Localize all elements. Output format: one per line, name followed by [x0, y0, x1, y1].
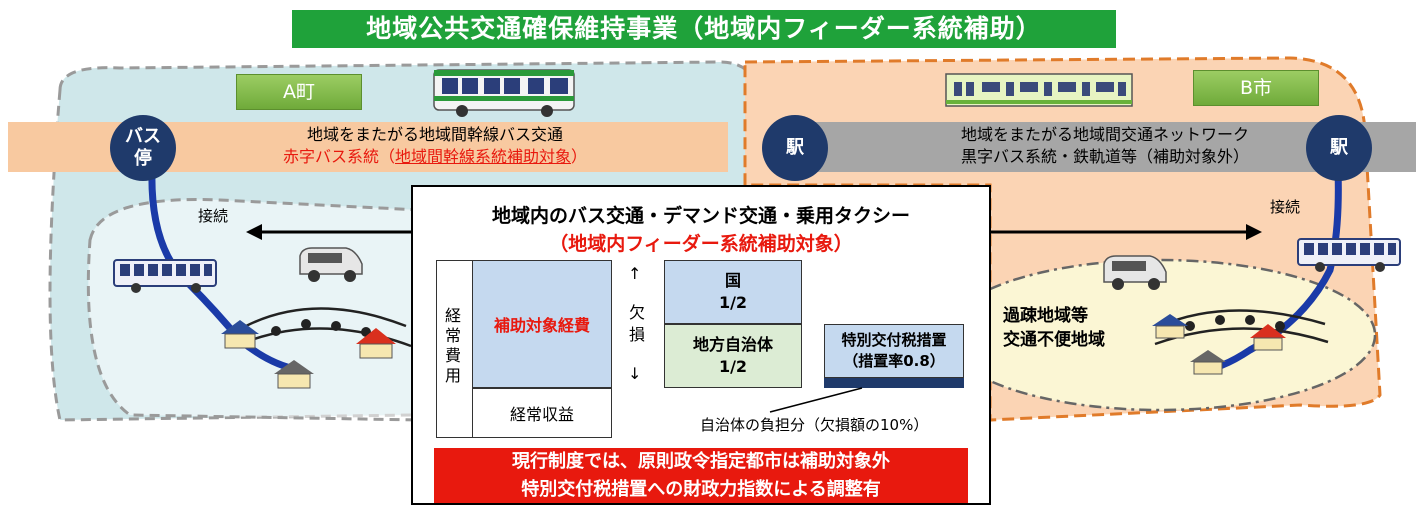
deficit-label: 欠損: [628, 303, 645, 344]
national-line1: 国: [724, 271, 741, 290]
right-band-line2: 黒字バス系統・鉄軌道等（補助対象外）: [960, 147, 1249, 166]
train-icon: [945, 73, 1133, 107]
special-tax-cell: 特別交付税措置 （措置率0.8）: [824, 324, 964, 378]
station-label-right: 駅: [1330, 137, 1348, 158]
bus-icon: [433, 69, 575, 117]
station-circle-left: 駅: [762, 115, 828, 181]
page-title: 地域公共交通確保維持事業（地域内フィーダー系統補助）: [292, 10, 1116, 48]
station-circle-right: 駅: [1306, 115, 1372, 181]
right-band-text: 地域をまたがる地域間交通ネットワーク 黒字バス系統・鉄軌道等（補助対象外）: [870, 124, 1340, 168]
bus-route-right: [1199, 169, 1342, 374]
local-share-cell: 地方自治体 1/2: [664, 324, 802, 388]
rural-line1: 過疎地域等: [1003, 306, 1088, 326]
left-band-prefix: 赤字バス系統（: [282, 147, 395, 166]
city-b-label: B市: [1193, 70, 1319, 106]
local-bus-icon-left: [113, 259, 217, 293]
village-illustration-right: [1152, 309, 1329, 375]
town-a-label: A町: [236, 74, 362, 110]
village-illustration-left: [221, 307, 412, 389]
bus-stop-label: バス停: [125, 126, 161, 169]
local-bus-icon-right: [1297, 238, 1401, 272]
special-line2: （措置率0.8）: [843, 352, 945, 370]
van-icon-right: [1103, 255, 1167, 290]
revenue-label: 経常収益: [509, 405, 574, 424]
rural-area-label: 過疎地域等 交通不便地域: [1003, 304, 1105, 352]
left-band-underlined: 地域間幹線系統補助対象: [394, 147, 571, 166]
left-band-text: 地域をまたがる地域間幹線バス交通 赤字バス系統（地域間幹線系統補助対象）: [200, 124, 670, 168]
left-band-line2: 赤字バス系統（地域間幹線系統補助対象）: [200, 146, 670, 168]
municipal-burden-bar: [824, 378, 964, 388]
subsidy-cost-cell: 補助対象経費: [472, 260, 612, 388]
local-line2: 1/2: [718, 357, 748, 376]
burden-note: 自治体の負担分（欠損額の10%）: [700, 416, 929, 434]
local-line1: 地方自治体: [692, 335, 773, 354]
national-share-cell: 国 1/2: [664, 260, 802, 324]
special-line1: 特別交付税措置: [841, 331, 947, 349]
bus-route-left: [148, 169, 301, 374]
right-band-line1: 地域をまたがる地域間交通ネットワーク: [960, 125, 1249, 144]
subsidy-cost-label: 補助対象経費: [493, 316, 590, 335]
panel-subtitle: （地域内フィーダー系統補助対象）: [549, 233, 853, 255]
warning-line1: 現行制度では、原則政令指定都市は補助対象外: [434, 448, 968, 476]
burden-pointer-line: [769, 387, 863, 413]
station-label-left: 駅: [786, 137, 804, 158]
van-icon-left: [299, 247, 363, 282]
connect-label-left: 接続: [198, 207, 229, 225]
warning-line2: 特別交付税措置への財政力指数による調整有: [434, 476, 968, 503]
bus-stop-circle: バス停: [110, 115, 176, 181]
deficit-arrow-down: ↓: [628, 364, 642, 383]
left-band-line1: 地域をまたがる地域間幹線バス交通: [306, 125, 563, 144]
deficit-arrow-up: ↑: [628, 264, 642, 283]
rural-line2: 交通不便地域: [1003, 330, 1105, 350]
revenue-cell: 経常収益: [472, 388, 612, 438]
left-band-suffix: ）: [571, 147, 588, 166]
connect-label-right: 接続: [1270, 198, 1301, 216]
panel-title: 地域内のバス交通・デマンド交通・乗用タクシー: [491, 205, 910, 227]
cost-label: 経常費用: [444, 306, 461, 385]
national-line2: 1/2: [718, 293, 748, 312]
